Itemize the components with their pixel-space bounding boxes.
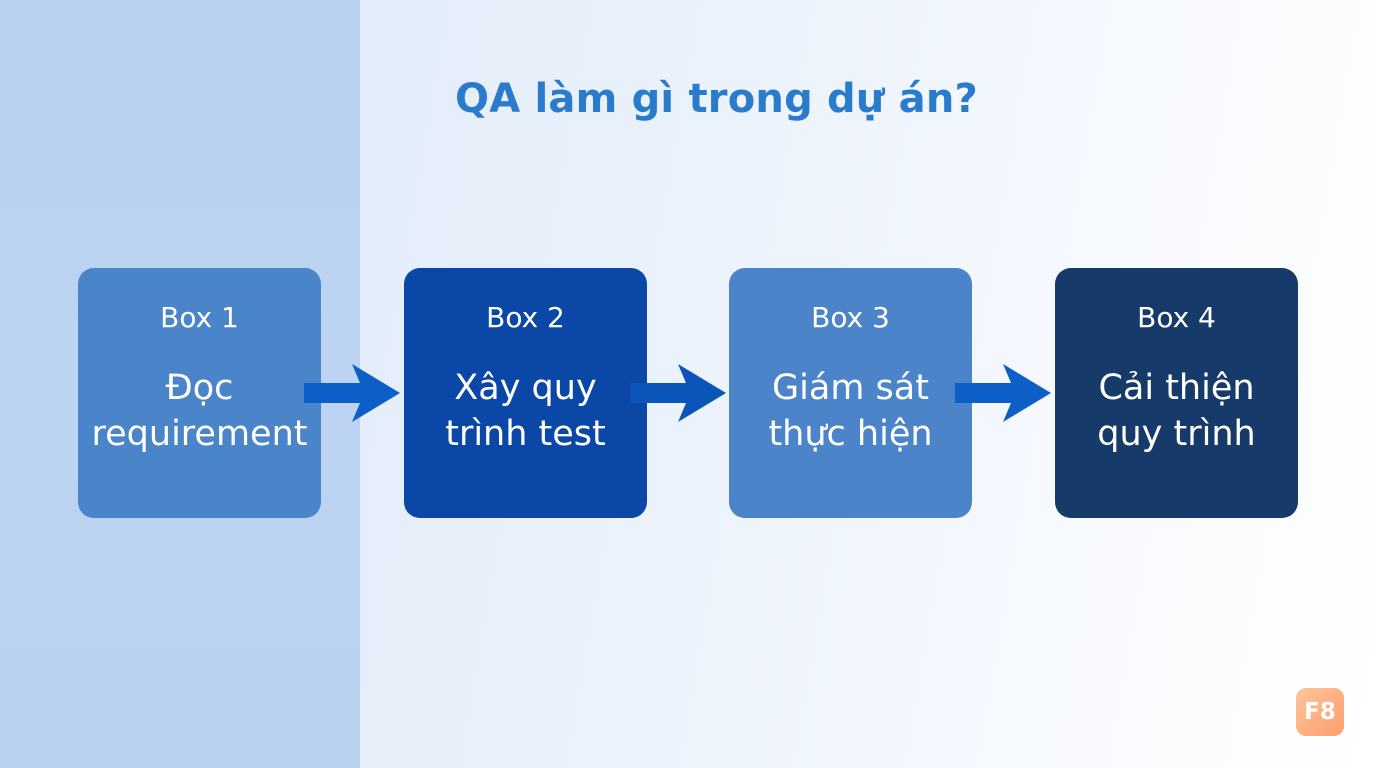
f8-logo: F8 [1296,688,1344,736]
process-box-2: Box 2 Xây quy trình test [404,268,647,518]
arrow-right-icon [955,364,1051,422]
arrow-right-icon [630,364,726,422]
process-box-1: Box 1 Đọc requirement [78,268,321,518]
box-number: Box 1 [160,301,239,334]
box-step-text: Giám sát thực hiện [768,368,933,454]
box-step-text: Đọc requirement [91,368,308,454]
process-box-4: Box 4 Cải thiện quy trình [1055,268,1298,518]
box-number: Box 3 [811,301,890,334]
box-step-text: Cải thiện quy trình [1097,368,1256,454]
arrow-right-icon [304,364,400,422]
page-title: QA làm gì trong dự án? [455,76,978,122]
process-box-3: Box 3 Giám sát thực hiện [729,268,972,518]
box-number: Box 2 [486,301,565,334]
box-number: Box 4 [1137,301,1216,334]
box-step-text: Xây quy trình test [445,368,606,454]
